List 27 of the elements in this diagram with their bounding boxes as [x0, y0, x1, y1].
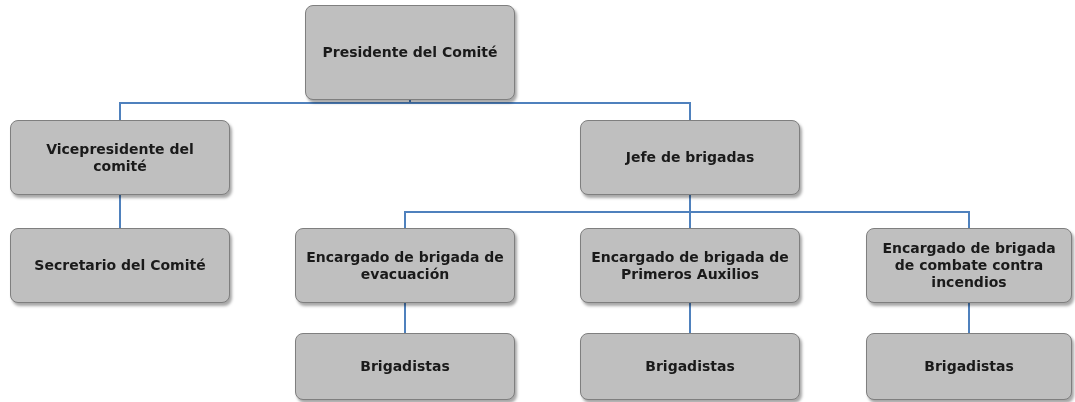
connector-line: [409, 99, 691, 121]
connector-line: [968, 302, 970, 334]
box-label: Brigadistas: [924, 358, 1014, 375]
org-box: [580, 120, 800, 195]
org-box: [866, 333, 1072, 400]
box-label: Brigadistas: [645, 358, 735, 375]
org-box: [10, 120, 230, 195]
box-label: Presidente del Comité: [322, 44, 498, 61]
org-box: [305, 5, 515, 100]
connector-line: [119, 194, 121, 229]
box-label: Encargado de brigada de combate contra incendios: [881, 240, 1057, 291]
box-label: Encargado de brigada de evacuación: [306, 248, 504, 283]
org-box: [580, 333, 800, 400]
org-box: [580, 228, 800, 303]
connector-line: [689, 194, 970, 229]
org-box: [295, 228, 515, 303]
box-label: Jefe de brigadas: [625, 149, 755, 166]
connector-line: [404, 302, 406, 334]
box-label: Brigadistas: [360, 358, 450, 375]
box-label: Vicepresidente del comité: [45, 140, 195, 175]
box-label: Encargado de brigada de Primeros Auxilios: [591, 248, 789, 283]
org-box: [295, 333, 515, 400]
connector-line: [689, 302, 691, 334]
org-box: [10, 228, 230, 303]
box-label: Secretario del Comité: [34, 257, 206, 274]
org-box: [866, 228, 1072, 303]
connector-line: [119, 99, 411, 121]
